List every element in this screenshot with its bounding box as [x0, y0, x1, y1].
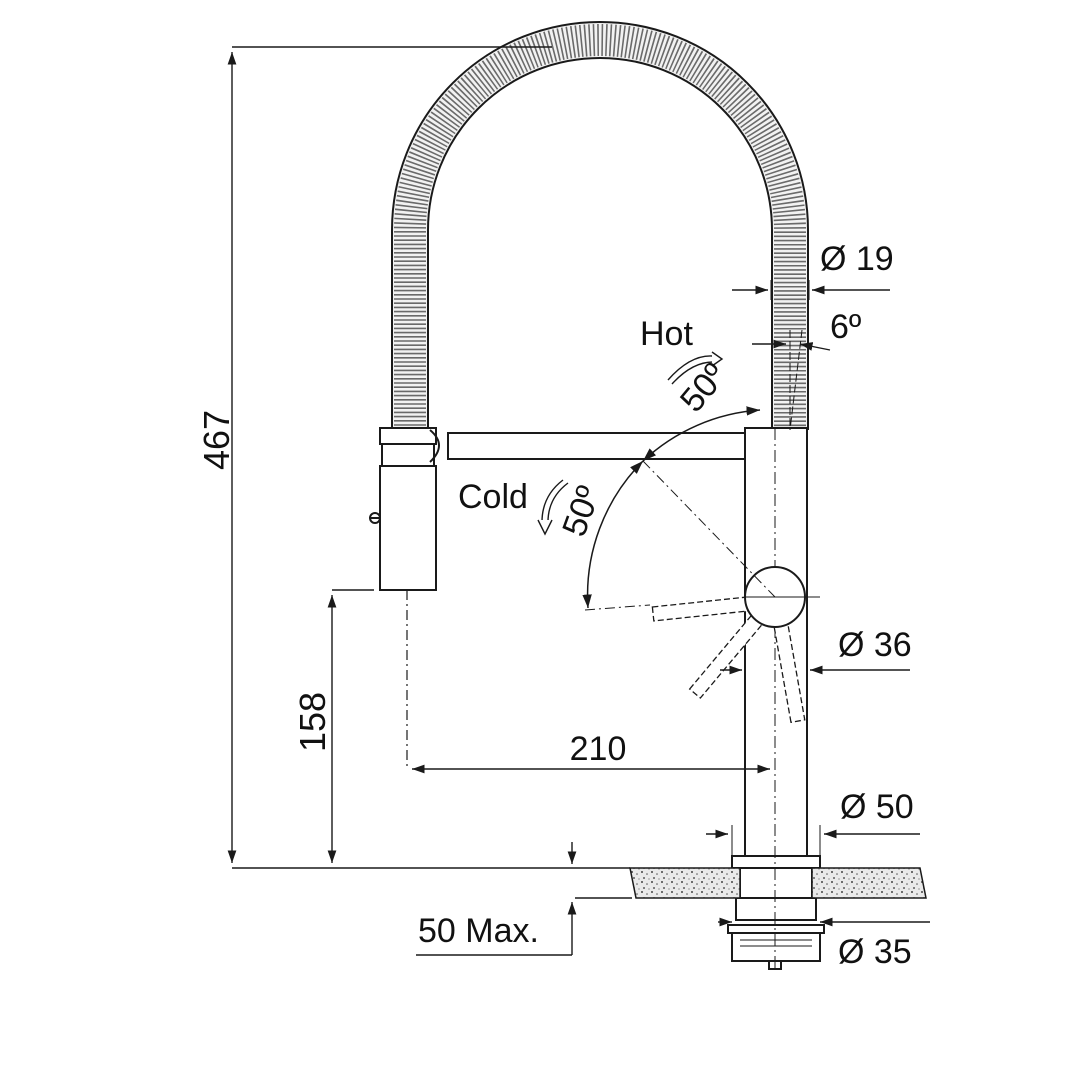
body-diameter-label: Ø 36 [838, 626, 912, 664]
countertop [629, 867, 927, 899]
total-height-label: 467 [196, 410, 237, 470]
support-arm [429, 429, 749, 463]
cold-label: Cold [458, 478, 528, 516]
angle-arc [582, 406, 776, 611]
dimension-lines [227, 46, 930, 956]
hose-diameter-label: Ø 19 [820, 240, 894, 278]
base-diameter-label: Ø 50 [840, 788, 914, 826]
hot-label: Hot [640, 315, 693, 353]
deck-thickness-label: 50 Max. [418, 912, 539, 950]
spray-head [369, 427, 437, 770]
hose [391, 21, 809, 430]
shank-diameter-label: Ø 35 [838, 933, 912, 971]
reach-label: 210 [570, 730, 627, 768]
cold-angle-label: 50º [555, 481, 608, 541]
spout-height-label: 158 [292, 692, 333, 752]
hose-angle-label: 6º [830, 308, 861, 346]
hot-direction-arrow [667, 351, 724, 385]
cold-direction-arrow [537, 479, 569, 536]
faucet-body [727, 427, 825, 970]
